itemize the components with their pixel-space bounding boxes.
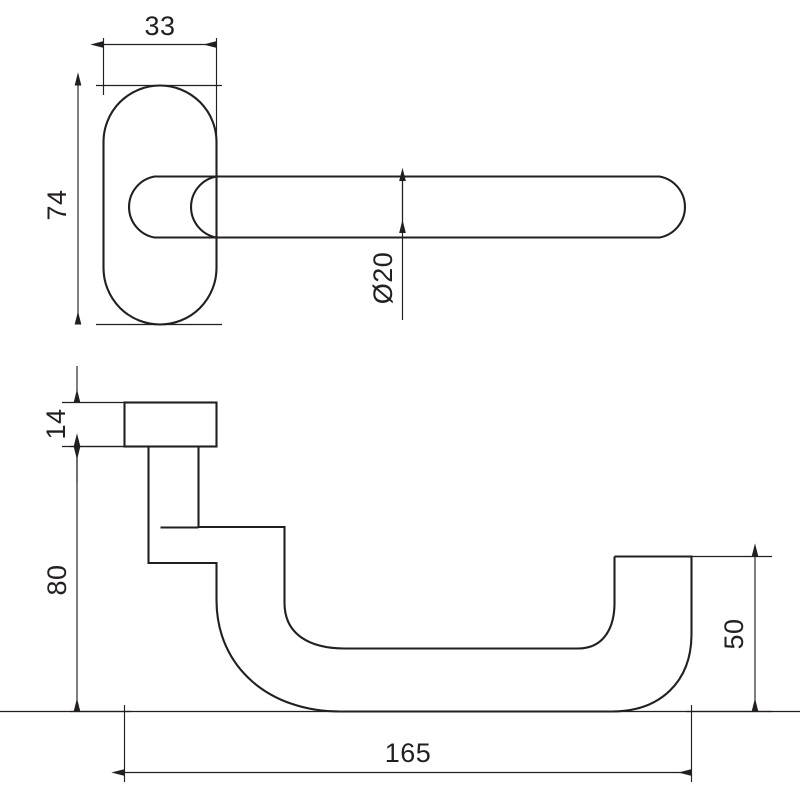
side-view-group: 14 80 50 165 [0,366,800,782]
dim-label-74: 74 [42,189,72,220]
side-view-handle-inner-profile [197,447,578,650]
dim-label-d20: Ø20 [368,252,398,305]
side-view-lever-right-end-inner [577,556,616,650]
side-view-rosette-plate [123,401,218,448]
top-view-neck-inner-round-end [190,175,217,239]
dim-label-165: 165 [385,738,432,768]
top-view-lever-neck-outline [154,175,280,239]
top-view-lever-bar-outline [128,175,686,239]
dim-label-80: 80 [42,564,72,595]
top-view-group: 33 74 Ø20 [42,11,686,326]
dim-label-33: 33 [144,11,175,41]
dim-label-50: 50 [719,618,749,649]
dim-label-14: 14 [41,408,71,439]
side-view-lever-right-end-outer [611,555,693,713]
side-view-handle-outer-profile [147,447,612,713]
